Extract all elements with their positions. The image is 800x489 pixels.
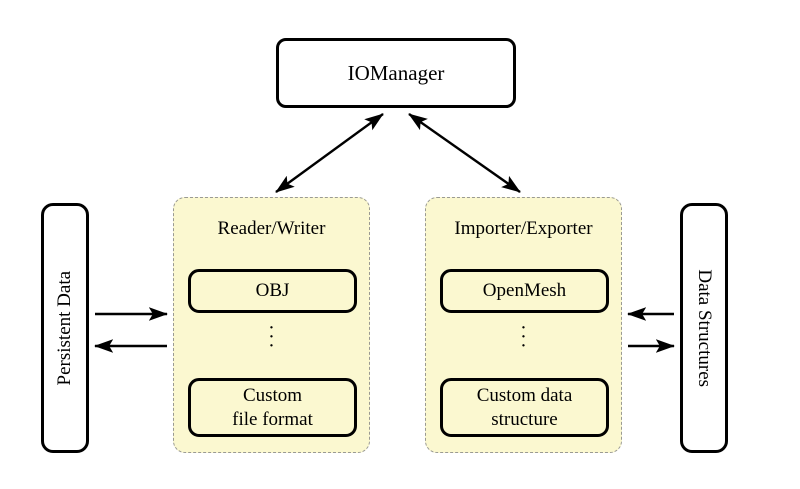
importer-exporter-item-custom-data-structure-label: Custom data structure [477, 384, 573, 430]
reader-writer-group-title: Reader/Writer [217, 218, 326, 239]
persistent-data-label: Persistent Data [53, 270, 75, 386]
iomanager-label: IOManager [347, 60, 445, 85]
custom-data-structure-line-2: structure [491, 408, 558, 430]
custom-file-format-line-1: Custom [242, 385, 303, 407]
data-structures-label: Data Structures [694, 269, 716, 387]
data-structures-node[interactable]: Data Structures [680, 203, 728, 453]
connector-manager-reader-writer [275, 113, 384, 193]
reader-writer-item-obj[interactable]: OBJ [188, 269, 357, 313]
importer-exporter-ellipsis: · · · [520, 317, 527, 357]
custom-data-structure-line-1: Custom data [476, 385, 573, 407]
importer-exporter-item-openmesh[interactable]: OpenMesh [440, 269, 609, 313]
connector-manager-importer-exporter [408, 113, 521, 193]
importer-exporter-item-openmesh-label: OpenMesh [482, 280, 567, 302]
custom-file-format-line-2: file format [232, 408, 313, 430]
persistent-data-node[interactable]: Persistent Data [41, 203, 89, 453]
reader-writer-item-custom-file-format-label: Custom file format [232, 384, 313, 430]
importer-exporter-item-custom-data-structure[interactable]: Custom data structure [440, 378, 609, 437]
reader-writer-item-obj-label: OBJ [255, 280, 290, 302]
reader-writer-ellipsis: · · · [268, 317, 275, 357]
reader-writer-item-custom-file-format[interactable]: Custom file format [188, 378, 357, 437]
importer-exporter-group-title: Importer/Exporter [454, 218, 593, 239]
importer-exporter-group: Importer/Exporter OpenMesh · · · Custom … [425, 197, 622, 453]
reader-writer-group: Reader/Writer OBJ · · · Custom file form… [173, 197, 370, 453]
iomanager-node[interactable]: IOManager [276, 38, 516, 108]
